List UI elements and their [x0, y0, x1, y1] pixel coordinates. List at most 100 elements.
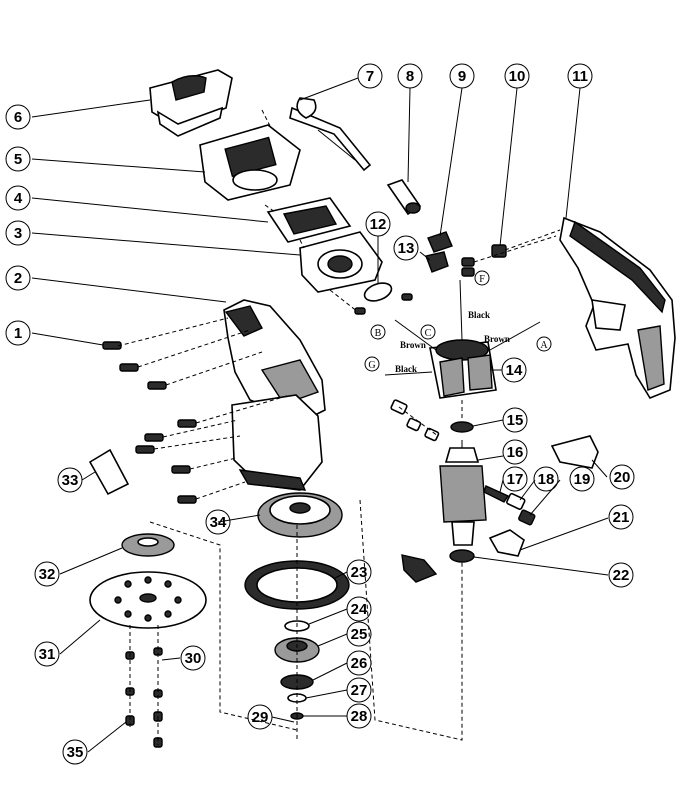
- part-20-bracket: [550, 435, 599, 469]
- callout-10: 10: [504, 63, 530, 89]
- part-32-hub: [121, 533, 175, 557]
- callout-13: 13: [393, 235, 419, 261]
- leader-lines: [31, 77, 609, 753]
- svg-text:1: 1: [14, 325, 22, 342]
- part-31-backing-pad: [89, 571, 207, 629]
- callout-20: 20: [609, 464, 635, 490]
- brush-parts-left: [390, 399, 440, 442]
- svg-text:F: F: [479, 274, 485, 285]
- callout-33: 33: [57, 467, 83, 493]
- callout-4: 4: [5, 185, 31, 211]
- svg-text:25: 25: [351, 626, 368, 643]
- svg-text:11: 11: [572, 68, 588, 85]
- part-12-o-ring: [363, 282, 393, 302]
- part-8-carbon-brush: [386, 179, 422, 216]
- svg-text:30: 30: [185, 650, 202, 667]
- callout-30: 30: [180, 645, 206, 671]
- svg-text:18: 18: [538, 471, 555, 488]
- part-16-armature: [439, 440, 487, 546]
- part-7-spring-lever: [289, 97, 372, 172]
- svg-text:13: 13: [398, 240, 415, 257]
- svg-text:21: 21: [613, 509, 630, 526]
- part-15-washer: [450, 421, 474, 433]
- svg-text:23: 23: [351, 564, 368, 581]
- svg-text:B: B: [375, 328, 382, 339]
- stator-wires: [384, 279, 541, 376]
- callout-35: 35: [62, 739, 88, 765]
- svg-text:35: 35: [67, 744, 84, 761]
- svg-text:32: 32: [39, 566, 56, 583]
- connection-letter-b: B: [370, 324, 386, 340]
- part-5-switch-housing: [199, 124, 301, 201]
- callout-18: 18: [533, 466, 559, 492]
- svg-text:27: 27: [351, 682, 368, 699]
- callout-21: 21: [608, 504, 634, 530]
- part-22-washer: [449, 549, 475, 563]
- part-34-bevel-gear: [257, 492, 343, 538]
- part-35-screws: [125, 711, 163, 748]
- part-11-rear-handle: [559, 216, 676, 399]
- svg-text:15: 15: [507, 412, 524, 429]
- svg-text:12: 12: [370, 216, 387, 233]
- callout-11: 11: [567, 63, 593, 89]
- part-30-fasteners: [125, 647, 163, 698]
- part-33-label: [88, 448, 130, 496]
- svg-text:C: C: [425, 328, 432, 339]
- svg-text:14: 14: [506, 362, 523, 379]
- callout-28: 28: [346, 703, 372, 729]
- svg-text:6: 6: [14, 109, 22, 126]
- callout-12: 12: [365, 211, 391, 237]
- svg-text:34: 34: [210, 514, 227, 531]
- callout-31: 31: [34, 641, 60, 667]
- part-3-cover-plate: [299, 231, 383, 293]
- wire-label-black-top: Black: [468, 310, 490, 320]
- svg-text:A: A: [540, 340, 548, 351]
- callout-29: 29: [247, 704, 273, 730]
- callout-22: 22: [608, 562, 634, 588]
- callout-2: 2: [5, 265, 31, 291]
- svg-text:16: 16: [507, 444, 524, 461]
- connection-letter-f: F: [474, 270, 490, 286]
- svg-text:9: 9: [458, 68, 466, 85]
- callout-34: 34: [205, 509, 231, 535]
- svg-text:24: 24: [351, 601, 368, 618]
- callout-16: 16: [502, 439, 528, 465]
- callout-6: 6: [5, 104, 31, 130]
- svg-text:29: 29: [252, 709, 269, 726]
- callout-1: 1: [5, 320, 31, 346]
- connection-letter-c: C: [420, 324, 436, 340]
- svg-text:8: 8: [406, 68, 414, 85]
- callout-17: 17: [502, 466, 528, 492]
- svg-text:28: 28: [351, 708, 368, 725]
- callout-25: 25: [346, 621, 372, 647]
- wire-label-brown-right: Brown: [484, 334, 510, 344]
- svg-text:7: 7: [366, 68, 374, 85]
- part-17-pin: [483, 485, 510, 503]
- callout-19: 19: [569, 466, 595, 492]
- part-21-clip: [488, 529, 525, 557]
- svg-text:26: 26: [351, 655, 368, 672]
- callout-7: 7: [357, 63, 383, 89]
- part-1-screws: [102, 341, 197, 504]
- svg-text:3: 3: [14, 225, 22, 242]
- callout-24: 24: [346, 596, 372, 622]
- callout-14: 14: [501, 357, 527, 383]
- svg-text:17: 17: [507, 471, 524, 488]
- callout-27: 27: [346, 677, 372, 703]
- callout-8: 8: [397, 63, 423, 89]
- wire-label-black-bottom: Black: [395, 364, 417, 374]
- callout-26: 26: [346, 650, 372, 676]
- svg-text:22: 22: [613, 567, 630, 584]
- svg-text:33: 33: [62, 472, 79, 489]
- svg-text:20: 20: [614, 469, 631, 486]
- svg-text:10: 10: [509, 68, 526, 85]
- wire-label-brown-left: Brown: [400, 340, 426, 350]
- part-18-block: [506, 492, 526, 510]
- svg-text:19: 19: [574, 471, 591, 488]
- svg-text:2: 2: [14, 270, 22, 287]
- part-4-gasket: [266, 197, 352, 243]
- callout-32: 32: [34, 561, 60, 587]
- small-screws-housing: [354, 293, 413, 315]
- svg-text:31: 31: [39, 646, 56, 663]
